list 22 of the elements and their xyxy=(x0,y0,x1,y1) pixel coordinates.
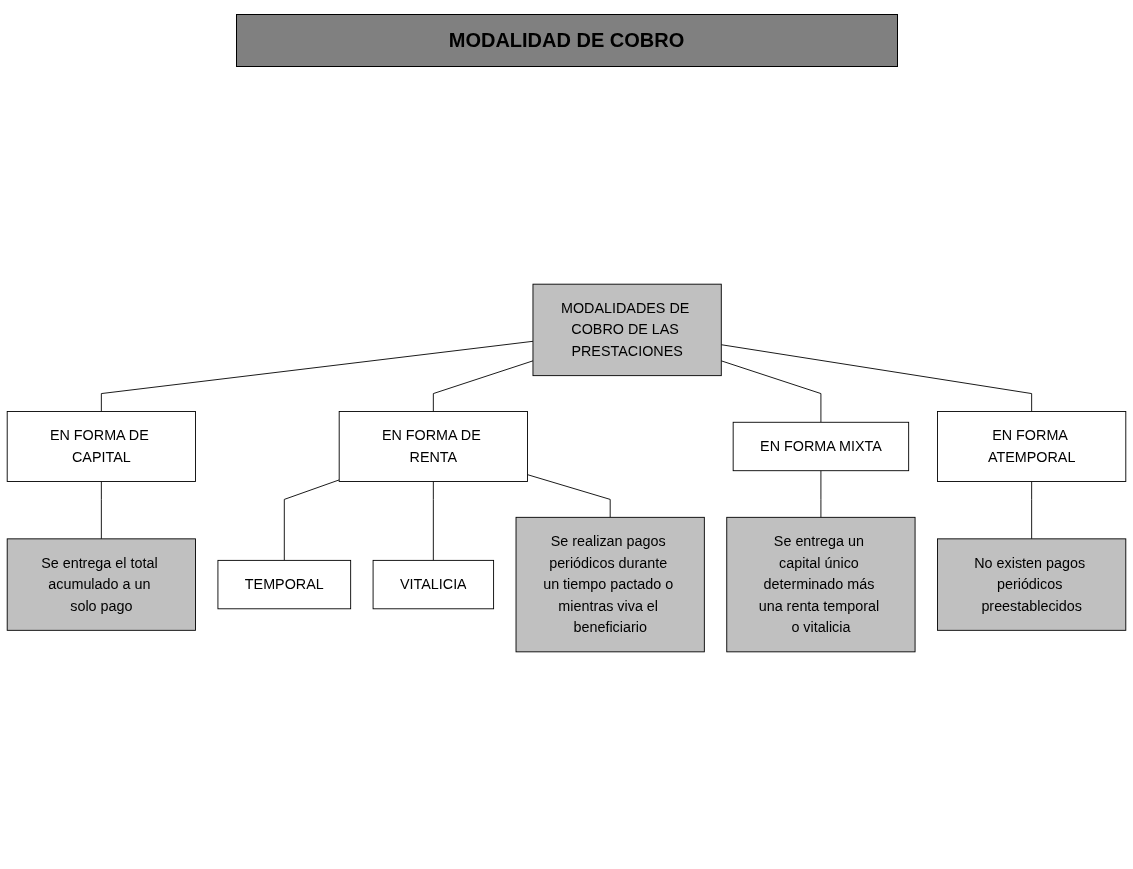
connector xyxy=(283,479,340,561)
connector xyxy=(720,344,1033,412)
connector xyxy=(720,360,822,423)
connector xyxy=(820,470,822,518)
node-box: EN FORMA ATEMPORAL xyxy=(937,411,1127,482)
connector xyxy=(1031,481,1033,540)
node-box: Se realizan pagos periódicos durante un tiempo pactado o mientras viva el beneficiario xyxy=(515,516,705,653)
node-box: No existen pagos periódicos preestablecidos xyxy=(937,538,1127,631)
connector xyxy=(100,340,534,412)
node-box: EN FORMA DE RENTA xyxy=(338,411,528,482)
node-box: VITALICIA xyxy=(372,559,495,610)
connector xyxy=(100,481,102,540)
title-banner: MODALIDAD DE COBRO xyxy=(235,14,898,67)
connector xyxy=(432,360,534,412)
connector xyxy=(432,481,434,561)
node-box: Se entrega el total acumulado a un solo pago xyxy=(6,538,196,631)
node-box: EN FORMA DE CAPITAL xyxy=(6,411,196,482)
node-box: MODALIDADES DE COBRO DE LAS PRESTACIONES xyxy=(532,283,722,377)
node-box: Se entrega un capital único determinado más una renta temporal o vitalicia xyxy=(726,516,916,653)
node-box: EN FORMA MIXTA xyxy=(732,421,910,472)
node-box: TEMPORAL xyxy=(217,559,352,610)
connector xyxy=(527,474,611,518)
